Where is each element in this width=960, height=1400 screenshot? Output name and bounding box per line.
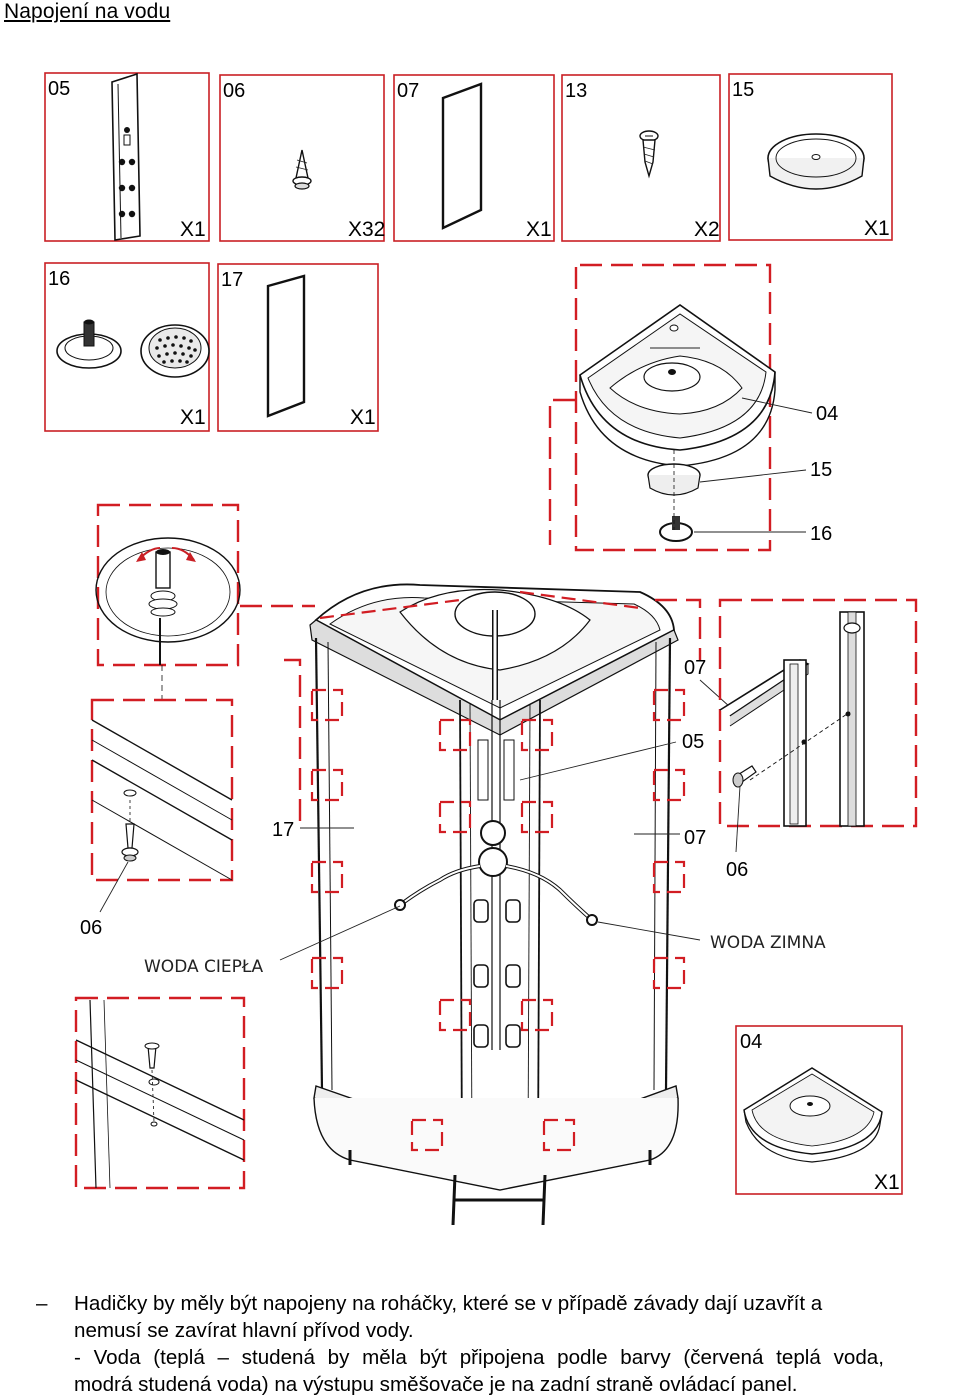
bottom-screw-detail: [74, 996, 246, 1190]
paragraph-2-line-1: - Voda (teplá – studená by měla být přip…: [74, 1346, 884, 1369]
instruction-paragraph-2: - Voda (teplá – studená by měla být přip…: [36, 1344, 960, 1398]
part-box-16: 16 X1: [44, 262, 210, 432]
cold-water-label: WODA ZIMNA: [710, 933, 826, 953]
callout-15: 15: [810, 459, 832, 481]
profile-detail: 06: [718, 598, 918, 881]
screw-icon: [292, 149, 312, 190]
part-qty: X1: [864, 217, 890, 240]
glass-panel-icon: [266, 274, 306, 418]
part-id: 16: [48, 268, 70, 290]
screw-icon: [639, 130, 659, 179]
callout-16: 16: [810, 523, 832, 545]
tray-inset-box: 04 X1: [735, 1025, 903, 1195]
callout-04: 04: [816, 403, 838, 425]
callout-05: 05: [682, 731, 704, 753]
drain-plug-icon: [56, 319, 122, 369]
part-id: 06: [223, 80, 245, 102]
shower-cabin: 07 05 07 17 WODA CIEPŁA WODA ZIMNA: [144, 583, 826, 1226]
part-box-17: 17 X1: [217, 263, 379, 432]
drain-cap-icon: [767, 133, 865, 190]
hot-water-label: WODA CIEPŁA: [144, 957, 263, 977]
part-qty: X1: [526, 218, 552, 241]
screw-detail: 06: [80, 698, 234, 939]
part-box-07: 07 X1: [393, 74, 555, 242]
part-id: 05: [48, 78, 70, 100]
callout-06-left: 06: [80, 917, 102, 939]
callout-07-top: 07: [684, 657, 706, 679]
part-id: 07: [397, 80, 419, 102]
part-box-06: 06 X32: [219, 74, 385, 242]
tray-icon: [743, 1067, 883, 1163]
drain-detail: [95, 503, 241, 700]
part-qty: X1: [180, 406, 206, 429]
part-box-05: 05 X1: [44, 72, 210, 242]
part-id: 15: [732, 79, 754, 101]
drain-strainer-icon: [140, 324, 210, 378]
part-qty: X1: [180, 218, 206, 241]
part-box-15: 15 X1: [728, 73, 893, 241]
instruction-paragraph-1: – Hadičky by měly být napojeny na roháčk…: [36, 1290, 960, 1344]
control-panel-icon: [111, 72, 141, 241]
tray-detail: 04 15 16: [548, 263, 838, 552]
part-box-13: 13 X2: [561, 74, 721, 242]
part-id: 13: [565, 80, 587, 102]
part-qty: X1: [874, 1171, 900, 1194]
glass-panel-icon: [441, 82, 483, 230]
part-qty: X2: [694, 218, 720, 241]
bullet: –: [36, 1292, 48, 1315]
callout-07-bottom: 07: [684, 827, 706, 849]
callout-17: 17: [272, 819, 294, 841]
page-title: Napojení na vodu: [4, 0, 171, 23]
paragraph-1-line-1: Hadičky by měly být napojeny na roháčky,…: [74, 1292, 823, 1315]
instructions-text: – Hadičky by měly být napojeny na roháčk…: [36, 1290, 960, 1398]
assembly-diagram: 05 X1 06 X32 07 X1: [44, 72, 918, 1226]
part-id: 17: [221, 269, 243, 291]
part-qty: X1: [350, 406, 376, 429]
paragraph-2-line-2: modrá studená voda) na výstupu směšovače…: [74, 1373, 798, 1396]
part-id: 04: [740, 1031, 762, 1053]
paragraph-1-line-2: nemusí se zavírat hlavní přívod vody.: [74, 1319, 414, 1342]
part-qty: X32: [348, 218, 385, 241]
callout-06-right: 06: [726, 859, 748, 881]
